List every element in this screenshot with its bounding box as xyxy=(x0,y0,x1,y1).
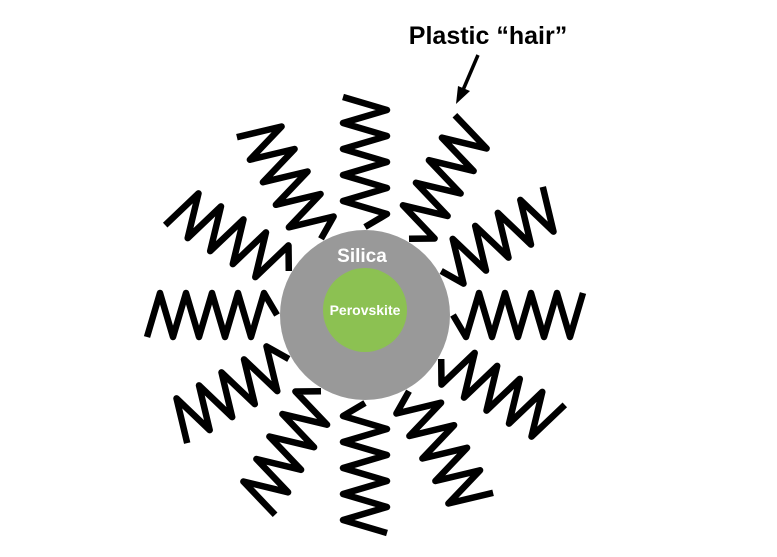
plastic-hair-strand xyxy=(399,112,490,243)
plastic-hair-strand xyxy=(236,123,337,241)
plastic-hair-strand xyxy=(162,190,293,281)
plastic-hair-strand xyxy=(143,289,280,341)
plastic-hair-strand xyxy=(450,289,587,341)
perovskite-label: Perovskite xyxy=(330,302,401,318)
plastic-hair-strand xyxy=(439,186,557,287)
plastic-hair-strand xyxy=(339,400,391,537)
plastic-hair-strand xyxy=(393,389,494,507)
perovskite-core xyxy=(323,268,407,352)
plastic-hair-strand xyxy=(173,343,291,444)
plastic-hair-group xyxy=(143,93,587,537)
plastic-hair-label: Plastic “hair” xyxy=(408,22,568,50)
silica-label: Silica xyxy=(337,246,387,267)
plastic-hair-strand xyxy=(339,93,391,230)
plastic-hair-strand xyxy=(437,349,568,440)
plastic-hair-strand xyxy=(240,387,331,518)
arrow-icon xyxy=(456,54,480,104)
